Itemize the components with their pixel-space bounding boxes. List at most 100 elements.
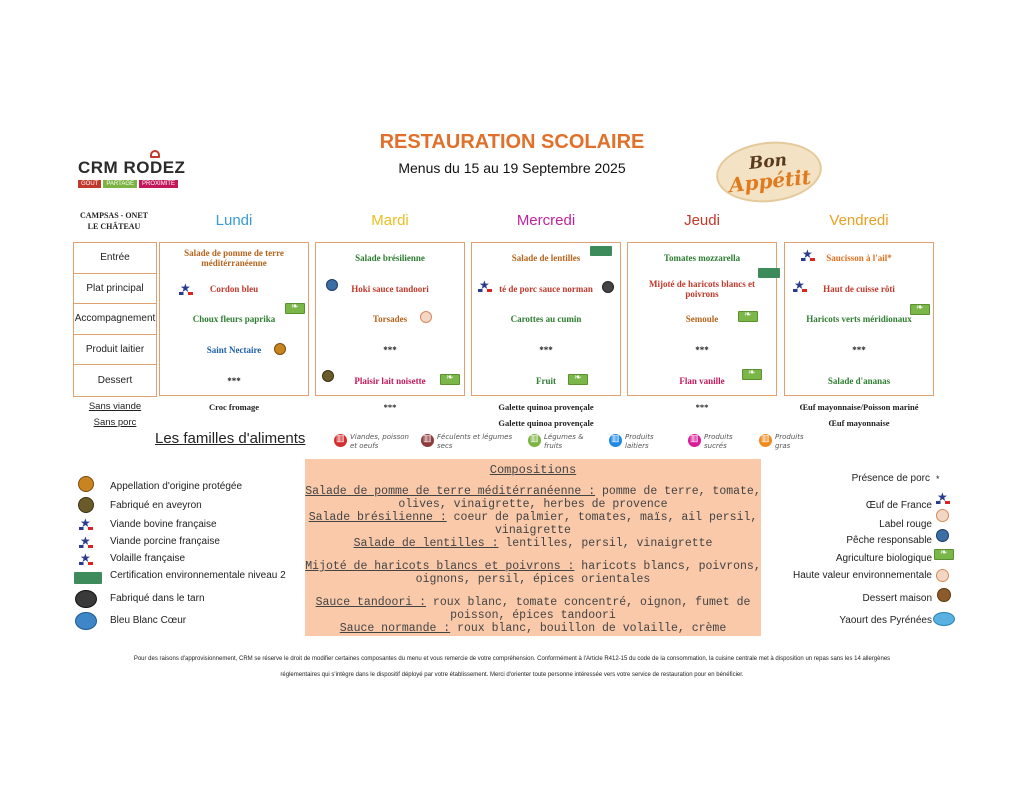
laitiers-icon [609, 433, 622, 447]
famille-label: Légumes & fruits [544, 433, 584, 450]
sans-viande-link[interactable]: Sans viande [88, 401, 142, 412]
row-label-entree: Entrée [74, 243, 156, 274]
composition-entry: Salade de pomme de terre méditérranéenne… [305, 485, 761, 511]
viandes-icon [334, 433, 347, 447]
bio-icon [285, 301, 305, 314]
peche-icon [326, 279, 338, 291]
day-box-jeudi: Tomates mozzarella Mijoté de haricots bl… [627, 242, 780, 396]
porcine-icon [801, 247, 815, 261]
menu-item: Tomates mozzarella [663, 253, 741, 264]
menu-item: Salade de pomme de terre méditérranéenne [184, 248, 284, 269]
page-title: RESTAURATION SCOLAIRE [379, 131, 645, 153]
label-rouge-icon [936, 509, 949, 522]
bio-icon [910, 302, 930, 315]
row-label-dessert: Dessert [97, 375, 133, 387]
composition-text: pomme de terre, tomate, olives, vinaigre… [398, 485, 761, 511]
aop-icon [78, 476, 94, 492]
famille-item: Produits laitiers [609, 433, 671, 451]
sans-porc-link[interactable]: Sans porc [93, 417, 137, 428]
compositions-title: Compositions [489, 463, 577, 477]
legend-label: Agriculture biologique [835, 553, 932, 564]
menu-item: *** [383, 345, 397, 356]
bio-icon [568, 372, 588, 385]
menu-item: *** [539, 345, 553, 356]
volaille-icon [793, 278, 807, 292]
sans-porc-mercredi: Galette quinoa provençale [498, 418, 594, 428]
tarn-icon [602, 281, 614, 293]
famille-item: Légumes & fruits [528, 433, 590, 451]
composition-name: Mijoté de haricots blancs et poivrons : [305, 560, 575, 573]
famille-label: Viandes, poisson et oeufs [350, 433, 409, 450]
menu-item: Semoule [685, 314, 719, 325]
bio-icon [742, 367, 762, 380]
composition-text: roux blanc, bouillon de volaille, crème [450, 622, 727, 635]
famille-item: Produits sucrés [688, 433, 748, 451]
menu-item: Carottes au cumin [510, 314, 582, 325]
aveyron-icon [78, 497, 94, 513]
menu-item: Hoki sauce tandoori [351, 283, 429, 294]
menu-item: Salade d'ananas [827, 375, 891, 386]
hve2-icon [590, 246, 612, 256]
porcine-icon [478, 278, 492, 292]
tarn-icon [75, 590, 97, 608]
legend-label: Viande porcine française [110, 536, 220, 547]
menu-item: Salade brésilienne [355, 253, 425, 264]
peche-icon [936, 529, 949, 542]
brand-tag: PARTAGE [103, 180, 138, 188]
composition-entry: Salade brésilienne : coeur de palmier, t… [305, 511, 761, 537]
sans-viande-mercredi: Galette quinoa provençale [498, 402, 594, 412]
composition-text: roux blanc, tomate concentré, oignon, fu… [426, 596, 751, 622]
legend-label: Fabriqué en aveyron [110, 500, 202, 511]
composition-entry: Mijoté de haricots blancs et poivrons : … [305, 560, 761, 586]
familles-title: Les familles d'aliments [155, 430, 306, 447]
hve2-icon [74, 572, 102, 584]
legend-label: Yaourt des Pyrénées [839, 615, 932, 626]
day-name-mercredi: Mercredi [516, 212, 576, 229]
legend-label: Présence de porc [851, 473, 930, 484]
famille-label: Produits gras [775, 433, 804, 450]
menu-item: Mijoté de haricots blancs et poivrons [649, 278, 755, 299]
famille-item: Viandes, poisson et oeufs [334, 433, 412, 451]
sans-viande-vendredi: Œuf mayonnaise/Poisson mariné [799, 402, 919, 412]
bovine-icon [179, 281, 193, 295]
composition-text: haricots blancs, poivrons, oignons, pers… [415, 560, 761, 586]
legend-label: Bleu Blanc Cœur [110, 615, 187, 626]
row-label-laitier: Produit laitier [74, 335, 156, 366]
menu-item: Plaisir lait noisette [354, 375, 426, 386]
composition-name: Salade de lentilles : [353, 537, 499, 550]
row-label-plat: Plat principal [74, 274, 156, 305]
legend-label: Dessert maison [862, 593, 932, 604]
porcine-icon [79, 534, 93, 548]
bon-appetit-logo: Bon Appétit [713, 136, 825, 208]
legend-label: Label rouge [879, 519, 932, 530]
composition-entry: Salade de lentilles : lentilles, persil,… [305, 537, 761, 550]
footer-line-2: réglementaires qui s'intègre dans le dis… [280, 672, 744, 678]
label-rouge-icon [420, 311, 432, 323]
menu-item: Cordon bleu [209, 283, 259, 294]
day-box-vendredi: Saucisson à l'ail* Haut de cuisse rôti H… [784, 242, 934, 396]
site-name: CAMPSAS - ONET LE CHÂTEAU [79, 211, 148, 231]
day-box-mardi: Salade brésilienne Hoki sauce tandoori T… [315, 242, 465, 396]
hve2-icon [758, 268, 780, 278]
menu-item: Haricots verts méridionaux [806, 314, 912, 325]
sans-viande-jeudi: *** [695, 402, 709, 412]
bovine-icon [79, 516, 93, 530]
bio-icon [738, 309, 758, 322]
legend-label: Certification environnementale niveau 2 [110, 570, 286, 581]
day-box-mercredi: Salade de lentilles té de porc sauce nor… [471, 242, 621, 396]
page-subtitle: Menus du 15 au 19 Septembre 2025 [398, 160, 626, 176]
composition-text: lentilles, persil, vinaigrette [498, 537, 713, 550]
menu-item: Choux fleurs paprika [192, 314, 276, 325]
gras-icon [759, 433, 772, 447]
brand-tag: GOÛT [78, 180, 102, 188]
menu-item: Saint Nectaire [206, 345, 262, 356]
menu-item: *** [695, 345, 709, 356]
famille-label: Féculents et légumes secs [437, 433, 513, 450]
legumes-icon [528, 433, 541, 447]
aveyron-icon [322, 370, 334, 382]
day-name-jeudi: Jeudi [684, 212, 720, 229]
brand-tag: PROXIMITÉ [139, 180, 179, 188]
bbc-icon [75, 612, 97, 630]
menu-item: *** [852, 345, 866, 356]
aop-icon [274, 343, 286, 355]
